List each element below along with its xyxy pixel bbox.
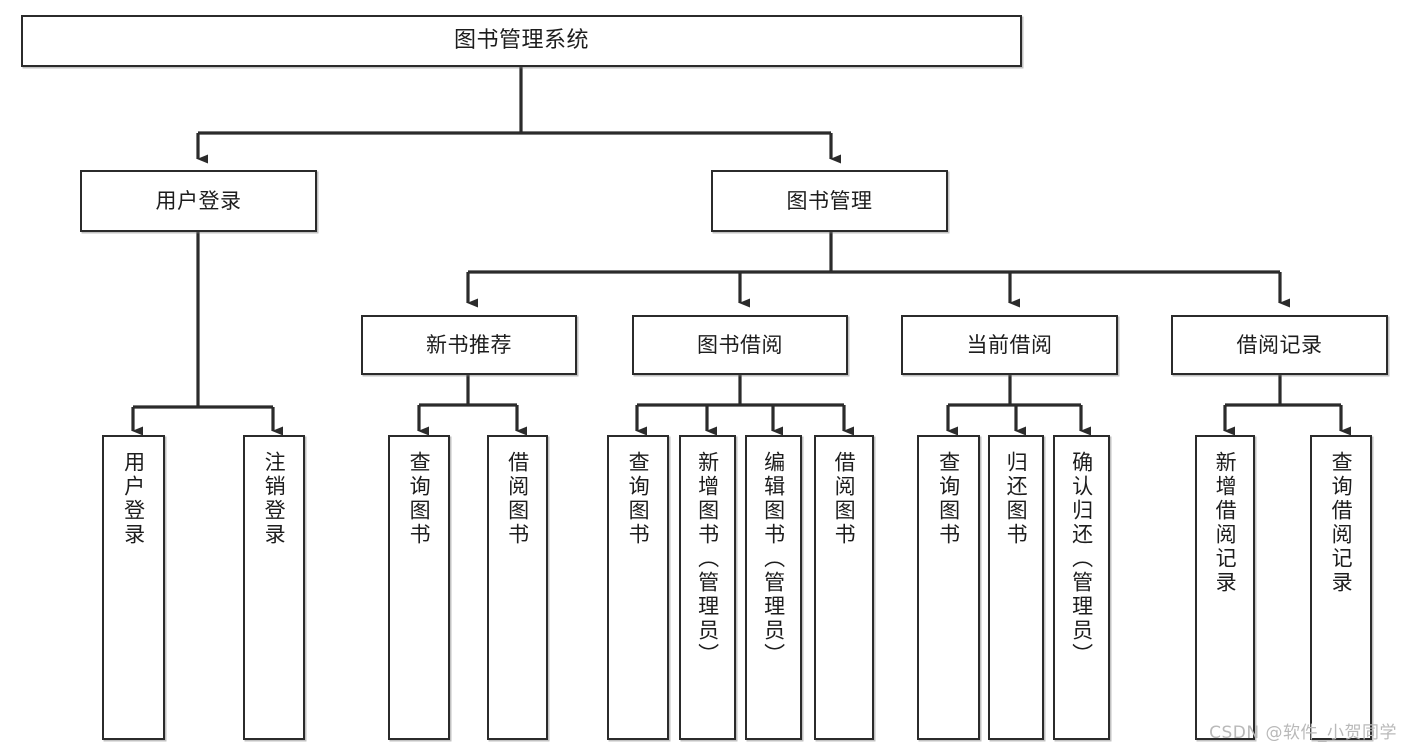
node-root[interactable]: 图书管理系统	[21, 15, 1022, 67]
node-label: 新增图书（管理员）	[695, 451, 720, 667]
node-label: 查询图书	[407, 451, 432, 547]
leaf-edit-book-admin[interactable]: 编辑图书（管理员）	[745, 435, 802, 740]
node-label: 用户登录	[121, 451, 146, 547]
node-user-login[interactable]: 用户登录	[80, 170, 317, 232]
node-label: 借阅图书	[505, 451, 530, 547]
leaf-add-book-admin[interactable]: 新增图书（管理员）	[679, 435, 736, 740]
node-label: 借阅图书	[832, 451, 857, 547]
node-label: 归还图书	[1004, 451, 1029, 547]
leaf-query-book-2[interactable]: 查询图书	[607, 435, 669, 740]
leaf-return-book[interactable]: 归还图书	[988, 435, 1044, 740]
leaf-logout[interactable]: 注销登录	[243, 435, 305, 740]
leaf-user-login[interactable]: 用户登录	[102, 435, 165, 740]
node-label: 查询借阅记录	[1329, 451, 1354, 595]
node-label: 查询图书	[936, 451, 961, 547]
node-label: 查询图书	[626, 451, 651, 547]
node-label: 注销登录	[262, 451, 287, 547]
node-label: 图书管理系统	[453, 28, 589, 54]
leaf-borrow-book-1[interactable]: 借阅图书	[487, 435, 548, 740]
node-book-borrow[interactable]: 图书借阅	[632, 315, 848, 375]
leaf-query-book-3[interactable]: 查询图书	[917, 435, 980, 740]
node-label: 编辑图书（管理员）	[761, 451, 786, 667]
node-current-borrow[interactable]: 当前借阅	[901, 315, 1118, 375]
node-borrow-record[interactable]: 借阅记录	[1171, 315, 1388, 375]
node-label: 图书借阅	[697, 332, 783, 357]
node-label: 借阅记录	[1236, 332, 1323, 357]
node-label: 用户登录	[155, 188, 242, 213]
node-new-book-recommend[interactable]: 新书推荐	[361, 315, 577, 375]
watermark-text: CSDN @软件_小贺同学	[1209, 723, 1397, 743]
node-label: 新增借阅记录	[1213, 451, 1238, 595]
leaf-confirm-return-admin[interactable]: 确认归还（管理员）	[1053, 435, 1110, 740]
node-label: 确认归还（管理员）	[1069, 451, 1094, 667]
node-label: 图书管理	[786, 188, 873, 213]
leaf-query-book-1[interactable]: 查询图书	[388, 435, 450, 740]
node-label: 当前借阅	[966, 332, 1053, 357]
leaf-query-borrow-record[interactable]: 查询借阅记录	[1310, 435, 1372, 740]
leaf-borrow-book-2[interactable]: 借阅图书	[814, 435, 874, 740]
leaf-add-borrow-record[interactable]: 新增借阅记录	[1195, 435, 1255, 740]
node-label: 新书推荐	[426, 332, 512, 357]
node-book-management[interactable]: 图书管理	[711, 170, 948, 232]
